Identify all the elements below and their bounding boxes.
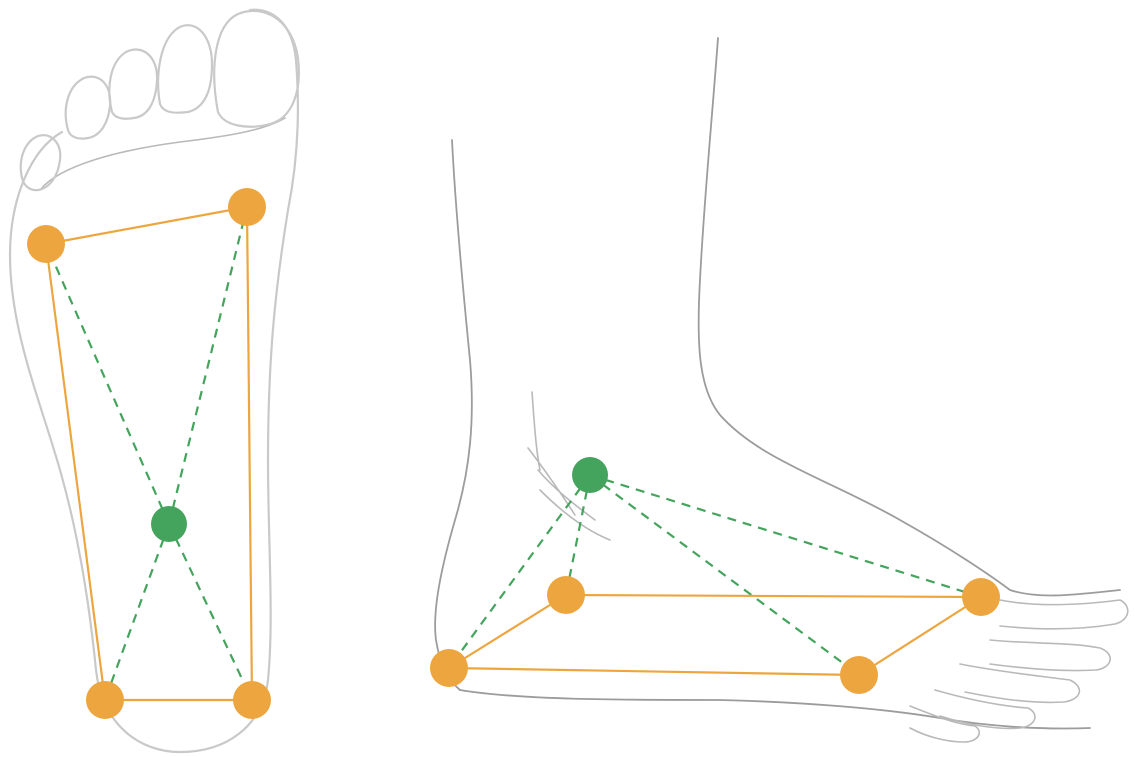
lateral-view-edges (449, 475, 981, 675)
lateral-view-dashed-edge-c-fore-front (590, 475, 981, 597)
plantar-view-dashed-edge-c-p4 (169, 524, 252, 700)
lateral-view-center-point (572, 457, 608, 493)
sole-bottom-line (460, 690, 1090, 729)
plantar-view-solid-edge-p1-p2 (46, 207, 247, 244)
plantar-view-points (27, 188, 271, 719)
lateral-view-solid-edge-mid-fore-front (566, 595, 981, 597)
leg-front-line (699, 38, 1120, 595)
leg-back-line (435, 140, 472, 690)
plantar-view-center-point (151, 506, 187, 542)
plantar-view-dashed-edge-c-p3 (105, 524, 169, 700)
lateral-view-solid-edge-fore-low-fore-front (859, 597, 981, 675)
sole-outline (10, 10, 299, 752)
lateral-view-support-point-fore-low (840, 656, 878, 694)
lateral-view-dashed-edge-c-heel (449, 475, 590, 668)
lateral-view-support-point-fore-front (962, 578, 1000, 616)
plantar-view-support-point-p4 (233, 681, 271, 719)
toe-2 (990, 640, 1110, 671)
lateral-view-support-point-mid (547, 576, 585, 614)
plantar-view-support-point-p1 (27, 225, 65, 263)
lateral-view-solid-edge-heel-mid (449, 595, 566, 668)
side-foot-sketch (435, 38, 1128, 742)
plantar-view-dashed-edge-c-p2 (169, 207, 247, 524)
plantar-view-solid-edge-p2-p4 (247, 207, 252, 700)
little-toe (21, 135, 60, 190)
sole-contour (10, 10, 298, 752)
plantar-view-support-point-p3 (86, 681, 124, 719)
plantar-view-edges (46, 207, 252, 700)
lateral-view-solid-edge-heel-fore-low (449, 668, 859, 675)
toe-1 (1000, 600, 1128, 629)
lateral-view-support-point-heel (430, 649, 468, 687)
second-toe (158, 25, 212, 113)
third-toe (109, 50, 157, 119)
fourth-toe (66, 77, 111, 139)
plantar-view-support-point-p2 (228, 188, 266, 226)
big-toe (214, 11, 299, 127)
lateral-view-dashed-edge-c-fore-low (590, 475, 859, 675)
sole-inner-line (40, 118, 285, 190)
